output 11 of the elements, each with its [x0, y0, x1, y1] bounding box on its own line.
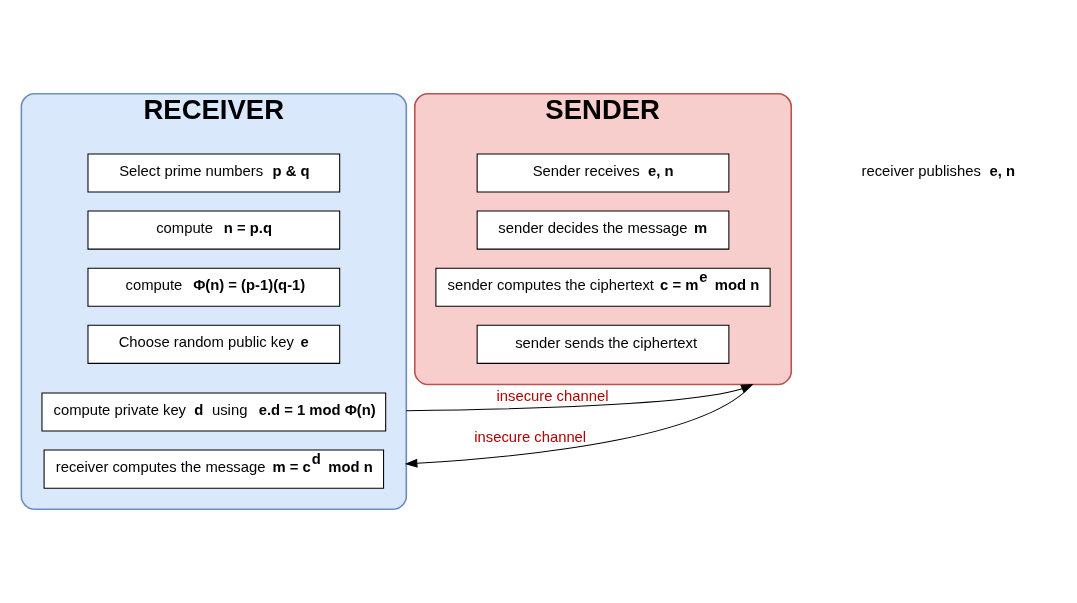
node-box: Choose random public key e [87, 324, 341, 364]
node-box: compute n = p.q [87, 210, 341, 250]
edge-label: insecure channel [496, 387, 609, 404]
node-box: Select prime numbers p & q [87, 153, 341, 193]
node-box: sender sends the ciphertext [476, 324, 730, 364]
node-box: Sender receives e, n [476, 153, 730, 193]
node-box: compute Φ(n) = (p-1)(q-1) [87, 267, 341, 307]
node-box: sender decides the message m [476, 210, 730, 250]
label: receiver publishes e, n [861, 162, 1016, 179]
node-box: compute private key d using e.d = 1 mod Φ(n) [41, 392, 387, 432]
edge-label: insecure channel [474, 429, 587, 446]
